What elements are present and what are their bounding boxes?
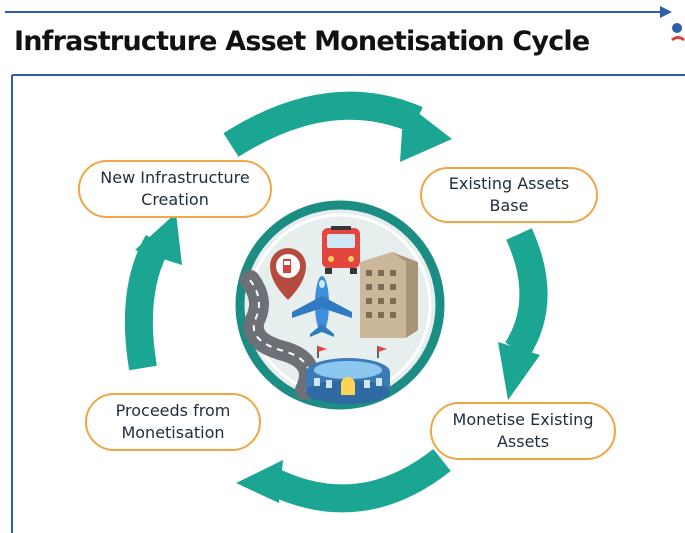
stage-label-line2: Creation — [141, 190, 209, 209]
page-title: Infrastructure Asset Monetisation Cycle — [14, 26, 590, 57]
stage-label-line1: Existing Assets — [448, 174, 570, 193]
frame-arrow-head — [660, 6, 672, 18]
arrow-top-icon — [223, 91, 452, 162]
stage-label-line2: Base — [489, 196, 529, 215]
stage-label-line1: New Infrastructure — [100, 168, 250, 187]
stage-label-line2: Assets — [496, 432, 550, 451]
stage-label-line1: Proceeds from — [115, 401, 231, 420]
stage-new-infrastructure-creation: New Infrastructure Creation — [78, 160, 272, 218]
airplane-icon — [292, 276, 352, 337]
fuel-station-pin-icon — [270, 248, 306, 300]
stage-monetise-existing-assets: Monetise Existing Assets — [430, 402, 616, 460]
stage-label-line2: Monetisation — [121, 423, 225, 442]
corner-logo-icon — [671, 23, 685, 42]
stage-label-line1: Monetise Existing — [452, 410, 594, 429]
central-illustration — [235, 200, 445, 410]
bus-icon — [322, 226, 360, 274]
arrow-left-icon — [124, 213, 182, 371]
stage-proceeds-from-monetisation: Proceeds from Monetisation — [85, 393, 261, 451]
arrow-bottom-icon — [236, 448, 451, 513]
arrow-right-icon — [498, 228, 548, 400]
stadium-icon — [306, 346, 390, 404]
building-icon — [360, 252, 418, 338]
stage-existing-assets-base: Existing Assets Base — [420, 167, 598, 223]
road-icon — [240, 270, 319, 400]
